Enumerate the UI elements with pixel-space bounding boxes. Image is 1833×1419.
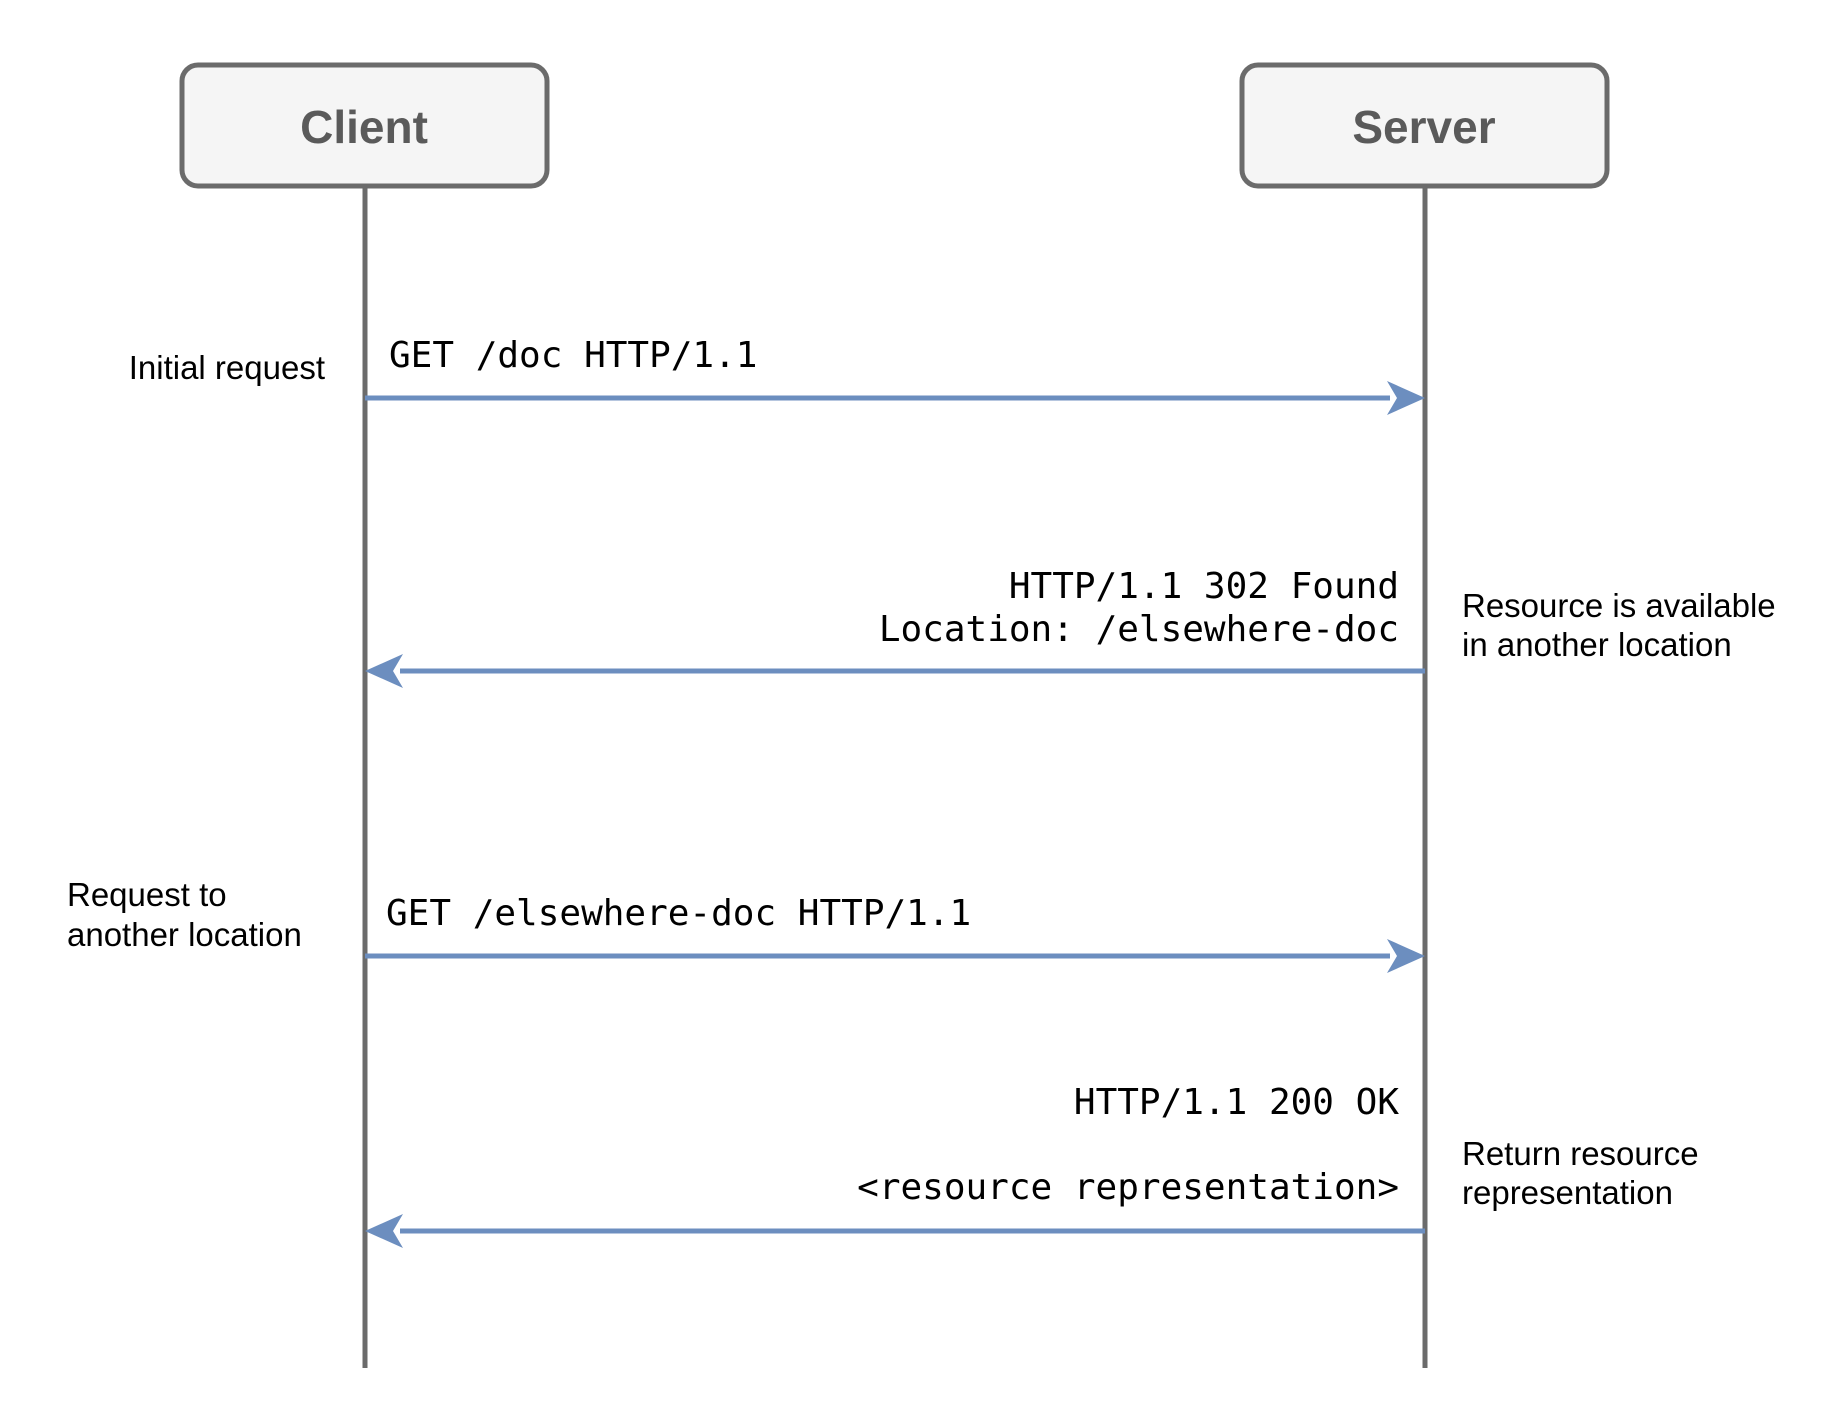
arrowhead [1387,939,1425,973]
message-text: GET /doc HTTP/1.1 [389,335,757,376]
message-note: another location [67,916,302,953]
server-actor-label: Server [1352,101,1495,153]
message-note: Return resource [1462,1135,1699,1172]
message-text: <resource representation> [857,1167,1399,1208]
arrowhead [365,654,403,688]
message-redirect-response: HTTP/1.1 302 Found Location: /elsewhere-… [365,566,1776,688]
arrowhead [365,1214,403,1248]
message-note: in another location [1462,626,1732,663]
message-note: representation [1462,1174,1673,1211]
message-text: HTTP/1.1 200 OK [1074,1082,1399,1123]
server-actor: Server [1239,62,1610,189]
message-note: Request to [67,876,227,913]
message-text: HTTP/1.1 302 Found [1009,566,1399,607]
message-second-request: GET /elsewhere-doc HTTP/1.1 Request to a… [67,876,1425,973]
message-note: Initial request [129,349,325,386]
message-initial-request: GET /doc HTTP/1.1 Initial request [129,335,1425,415]
message-ok-response: HTTP/1.1 200 OK <resource representation… [365,1082,1699,1248]
client-actor-label: Client [300,101,428,153]
client-actor: Client [179,62,550,189]
message-text: GET /elsewhere-doc HTTP/1.1 [386,893,971,934]
arrowhead [1387,381,1425,415]
message-note: Resource is available [1462,587,1776,624]
message-text: Location: /elsewhere-doc [879,609,1399,650]
